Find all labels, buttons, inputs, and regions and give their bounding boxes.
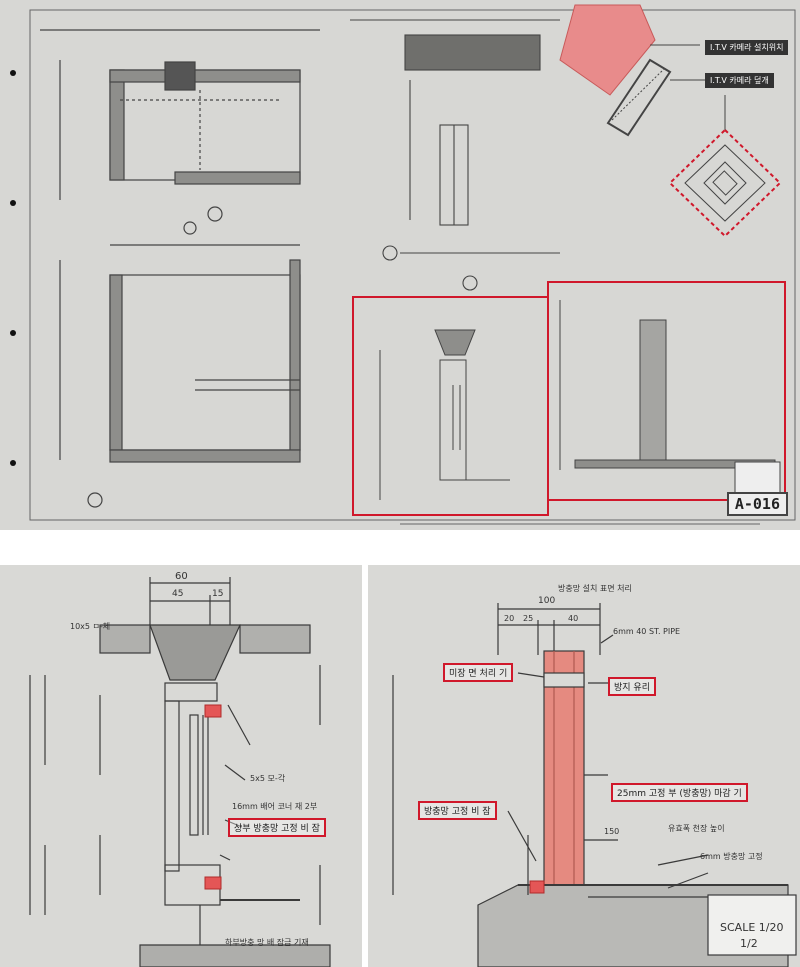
section-upper-middle: [350, 19, 560, 291]
detail-b-drawing: 100 20 25 40: [392, 596, 797, 967]
detail-a-drawing: 60 45 15: [29, 571, 331, 967]
callout-upper-screen-fix: 상부 방충망 고정 비 잠: [228, 818, 326, 837]
punch-hole: [10, 460, 16, 466]
detail-note: 6mm 방충망 고정: [700, 852, 763, 861]
dim-label: 45: [172, 589, 183, 599]
sheet-drawing: [29, 4, 796, 525]
dim-label: 20: [504, 614, 514, 623]
detail-note: 6mm 40 ST. PIPE: [613, 627, 681, 636]
mini-detail-a: [379, 329, 510, 500]
detail-note: 150: [604, 827, 620, 836]
floor-plan-upper: [40, 29, 320, 235]
sheet-number: A-016: [726, 492, 788, 516]
detail-title-note: 방충망 설치 표면 처리: [558, 584, 632, 593]
dim-label: 40: [568, 614, 578, 623]
itv-camera-diagram: [559, 4, 782, 238]
punch-hole: [10, 330, 16, 336]
callout-fixing-25mm: 25mm 고정 부 (방충망) 마감 기: [611, 783, 748, 802]
dim-label: 15: [212, 589, 223, 599]
detail-b-enlarged: 100 20 25 40 방충망 설치 표면 처리 6mm 40 ST. PIP…: [368, 565, 800, 967]
itv-camera-location-label: I.T.V 카메라 설치위치: [705, 40, 789, 55]
floor-plan-lower: [59, 244, 301, 508]
detail-note: 16mm 배어 코너 재 2부: [232, 802, 318, 811]
dim-label: 25: [523, 614, 533, 623]
drawing-sheet: I.T.V 카메라 설치위치 I.T.V 카메라 덮개 A-016: [0, 0, 800, 530]
dim-label: 60: [175, 571, 188, 582]
callout-glass: 방지 유리: [608, 677, 656, 696]
detail-note: 하부방충 망 배 잠금 기재: [225, 938, 309, 947]
dim-label: 100: [538, 596, 555, 606]
detail-a-enlarged: 60 45 15 10x5 ㅁ-체 5x5 모-각 16mm 배어 코너 재 2…: [0, 565, 362, 967]
callout-screen-fix: 방충망 고정 비 잠: [418, 801, 497, 820]
scale-label: 1/2: [740, 937, 758, 950]
detail-note: 10x5 ㅁ-체: [70, 622, 111, 631]
punch-hole: [10, 200, 16, 206]
punch-hole: [10, 70, 16, 76]
highlight-frame-detail-b: [547, 281, 786, 501]
detail-note: 5x5 모-각: [250, 774, 286, 783]
itv-camera-cover-label: I.T.V 카메라 덮개: [705, 73, 774, 88]
callout-finish-surface: 미장 면 처리 기: [443, 663, 514, 682]
scale-label: SCALE 1/20: [720, 921, 784, 934]
mini-detail-b: [559, 300, 781, 495]
detail-note: 유효폭 천장 높이: [668, 824, 725, 833]
